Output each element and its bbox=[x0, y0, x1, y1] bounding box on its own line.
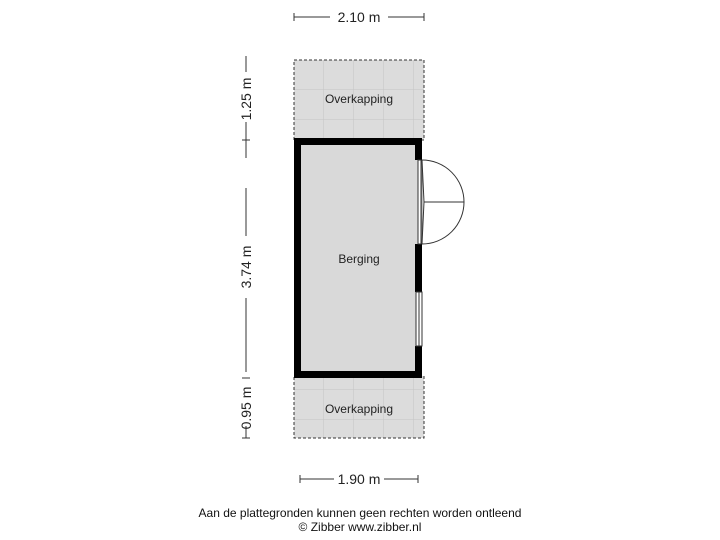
wall-top bbox=[294, 138, 422, 145]
bottom-canopy-label: Overkapping bbox=[325, 402, 393, 416]
wall-right-lower bbox=[415, 346, 422, 378]
footer-copyright: © Zibber www.zibber.nl bbox=[298, 520, 422, 534]
top-canopy-label: Overkapping bbox=[325, 92, 393, 106]
dimension-top-label: 2.10 m bbox=[338, 9, 381, 25]
storage-label: Berging bbox=[338, 252, 379, 266]
wall-right-middle bbox=[415, 244, 422, 292]
dimension-top bbox=[293, 13, 425, 21]
dimension-left-bottom-label: 0.95 m bbox=[238, 387, 254, 430]
dimension-bottom bbox=[299, 475, 419, 483]
footer-disclaimer: Aan de plattegronden kunnen geen rechten… bbox=[198, 506, 522, 520]
dimension-left-top-label: 1.25 m bbox=[238, 78, 254, 121]
wall-right-upper bbox=[415, 138, 422, 160]
bottom-canopy bbox=[293, 375, 425, 439]
storage-room bbox=[294, 138, 422, 378]
top-canopy bbox=[293, 59, 425, 141]
double-door bbox=[417, 159, 465, 245]
window bbox=[415, 291, 423, 347]
wall-left bbox=[294, 138, 301, 378]
dimension-left-middle-label: 3.74 m bbox=[238, 246, 254, 289]
wall-bottom bbox=[294, 371, 422, 378]
dimension-bottom-label: 1.90 m bbox=[338, 471, 381, 487]
dimension-left bbox=[242, 56, 250, 439]
